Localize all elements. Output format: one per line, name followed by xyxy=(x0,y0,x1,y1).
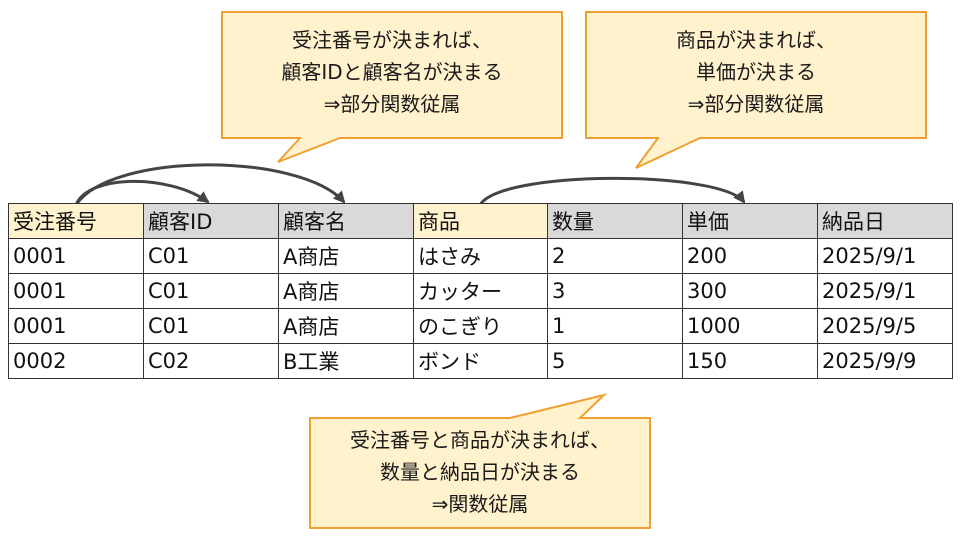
callout-composite-text: 受注番号と商品が決まれば、 数量と納品日が決まる ⇒関数従属 xyxy=(310,424,650,520)
header-unit-price: 単価 xyxy=(682,203,818,239)
callout-line: ⇒部分関数従属 xyxy=(687,92,825,116)
table-row: 0001 C01 A商店 はさみ 2 200 2025/9/1 xyxy=(8,238,953,274)
table-cell: C02 xyxy=(143,343,279,379)
header-customer-id: 顧客ID xyxy=(143,203,279,239)
header-order-number: 受注番号 xyxy=(8,203,144,239)
callout-line: 商品が決まれば、 xyxy=(676,28,836,52)
table-cell: 0001 xyxy=(8,273,144,309)
callout-line: 数量と納品日が決まる xyxy=(380,460,580,484)
table-cell: A商店 xyxy=(278,238,414,274)
table-cell: 0001 xyxy=(8,238,144,274)
arrow-order-number-to-customer-id xyxy=(74,179,210,206)
table-cell: 1 xyxy=(547,308,683,344)
header-customer-name: 顧客名 xyxy=(278,203,414,239)
callout-line: 顧客IDと顧客名が決まる xyxy=(281,60,503,84)
header-quantity: 数量 xyxy=(547,203,683,239)
table-cell: 0001 xyxy=(8,308,144,344)
table-cell: 300 xyxy=(682,273,818,309)
arrow-order-number-to-customer-name xyxy=(74,163,346,206)
header-product: 商品 xyxy=(413,203,548,239)
callout-line: 受注番号が決まれば、 xyxy=(292,28,492,52)
table-cell: 2025/9/1 xyxy=(817,273,953,309)
table-cell: C01 xyxy=(143,308,279,344)
table-cell: 2025/9/1 xyxy=(817,238,953,274)
table-cell: 1000 xyxy=(682,308,818,344)
order-table: 受注番号 顧客ID 顧客名 商品 数量 単価 納品日 0001 C01 A商店 … xyxy=(8,203,953,379)
callout-order-number-bubble xyxy=(221,11,563,163)
table-cell: はさみ xyxy=(413,238,548,274)
table-row: 0002 C02 B工業 ボンド 5 150 2025/9/9 xyxy=(8,343,953,379)
callout-line: ⇒部分関数従属 xyxy=(323,92,461,116)
table-cell: のこぎり xyxy=(413,308,548,344)
table-cell: 3 xyxy=(547,273,683,309)
callout-product-bubble xyxy=(585,11,927,169)
callout-product-text: 商品が決まれば、 単価が決まる ⇒部分関数従属 xyxy=(586,24,926,120)
callout-line: 単価が決まる xyxy=(696,60,816,84)
table-cell: C01 xyxy=(143,238,279,274)
table-cell: ボンド xyxy=(413,343,548,379)
table-cell: 2 xyxy=(547,238,683,274)
table-cell: 2025/9/5 xyxy=(817,308,953,344)
table-cell: C01 xyxy=(143,273,279,309)
callout-composite-bubble xyxy=(309,393,651,529)
callout-line: ⇒関数従属 xyxy=(431,492,529,516)
table-cell: 2025/9/9 xyxy=(817,343,953,379)
table-cell: A商店 xyxy=(278,308,414,344)
table-row: 0001 C01 A商店 カッター 3 300 2025/9/1 xyxy=(8,273,953,309)
table-cell: 5 xyxy=(547,343,683,379)
callout-line: 受注番号と商品が決まれば、 xyxy=(350,428,610,452)
table-row: 0001 C01 A商店 のこぎり 1 1000 2025/9/5 xyxy=(8,308,953,344)
table-cell: A商店 xyxy=(278,273,414,309)
table-cell: 150 xyxy=(682,343,818,379)
callout-order-number-text: 受注番号が決まれば、 顧客IDと顧客名が決まる ⇒部分関数従属 xyxy=(222,24,562,120)
table-cell: B工業 xyxy=(278,343,414,379)
arrow-product-to-unit-price xyxy=(478,176,746,206)
table-cell: カッター xyxy=(413,273,548,309)
table-cell: 0002 xyxy=(8,343,144,379)
table-cell: 200 xyxy=(682,238,818,274)
table-header-row: 受注番号 顧客ID 顧客名 商品 数量 単価 納品日 xyxy=(8,203,953,239)
header-delivery-date: 納品日 xyxy=(817,203,953,239)
